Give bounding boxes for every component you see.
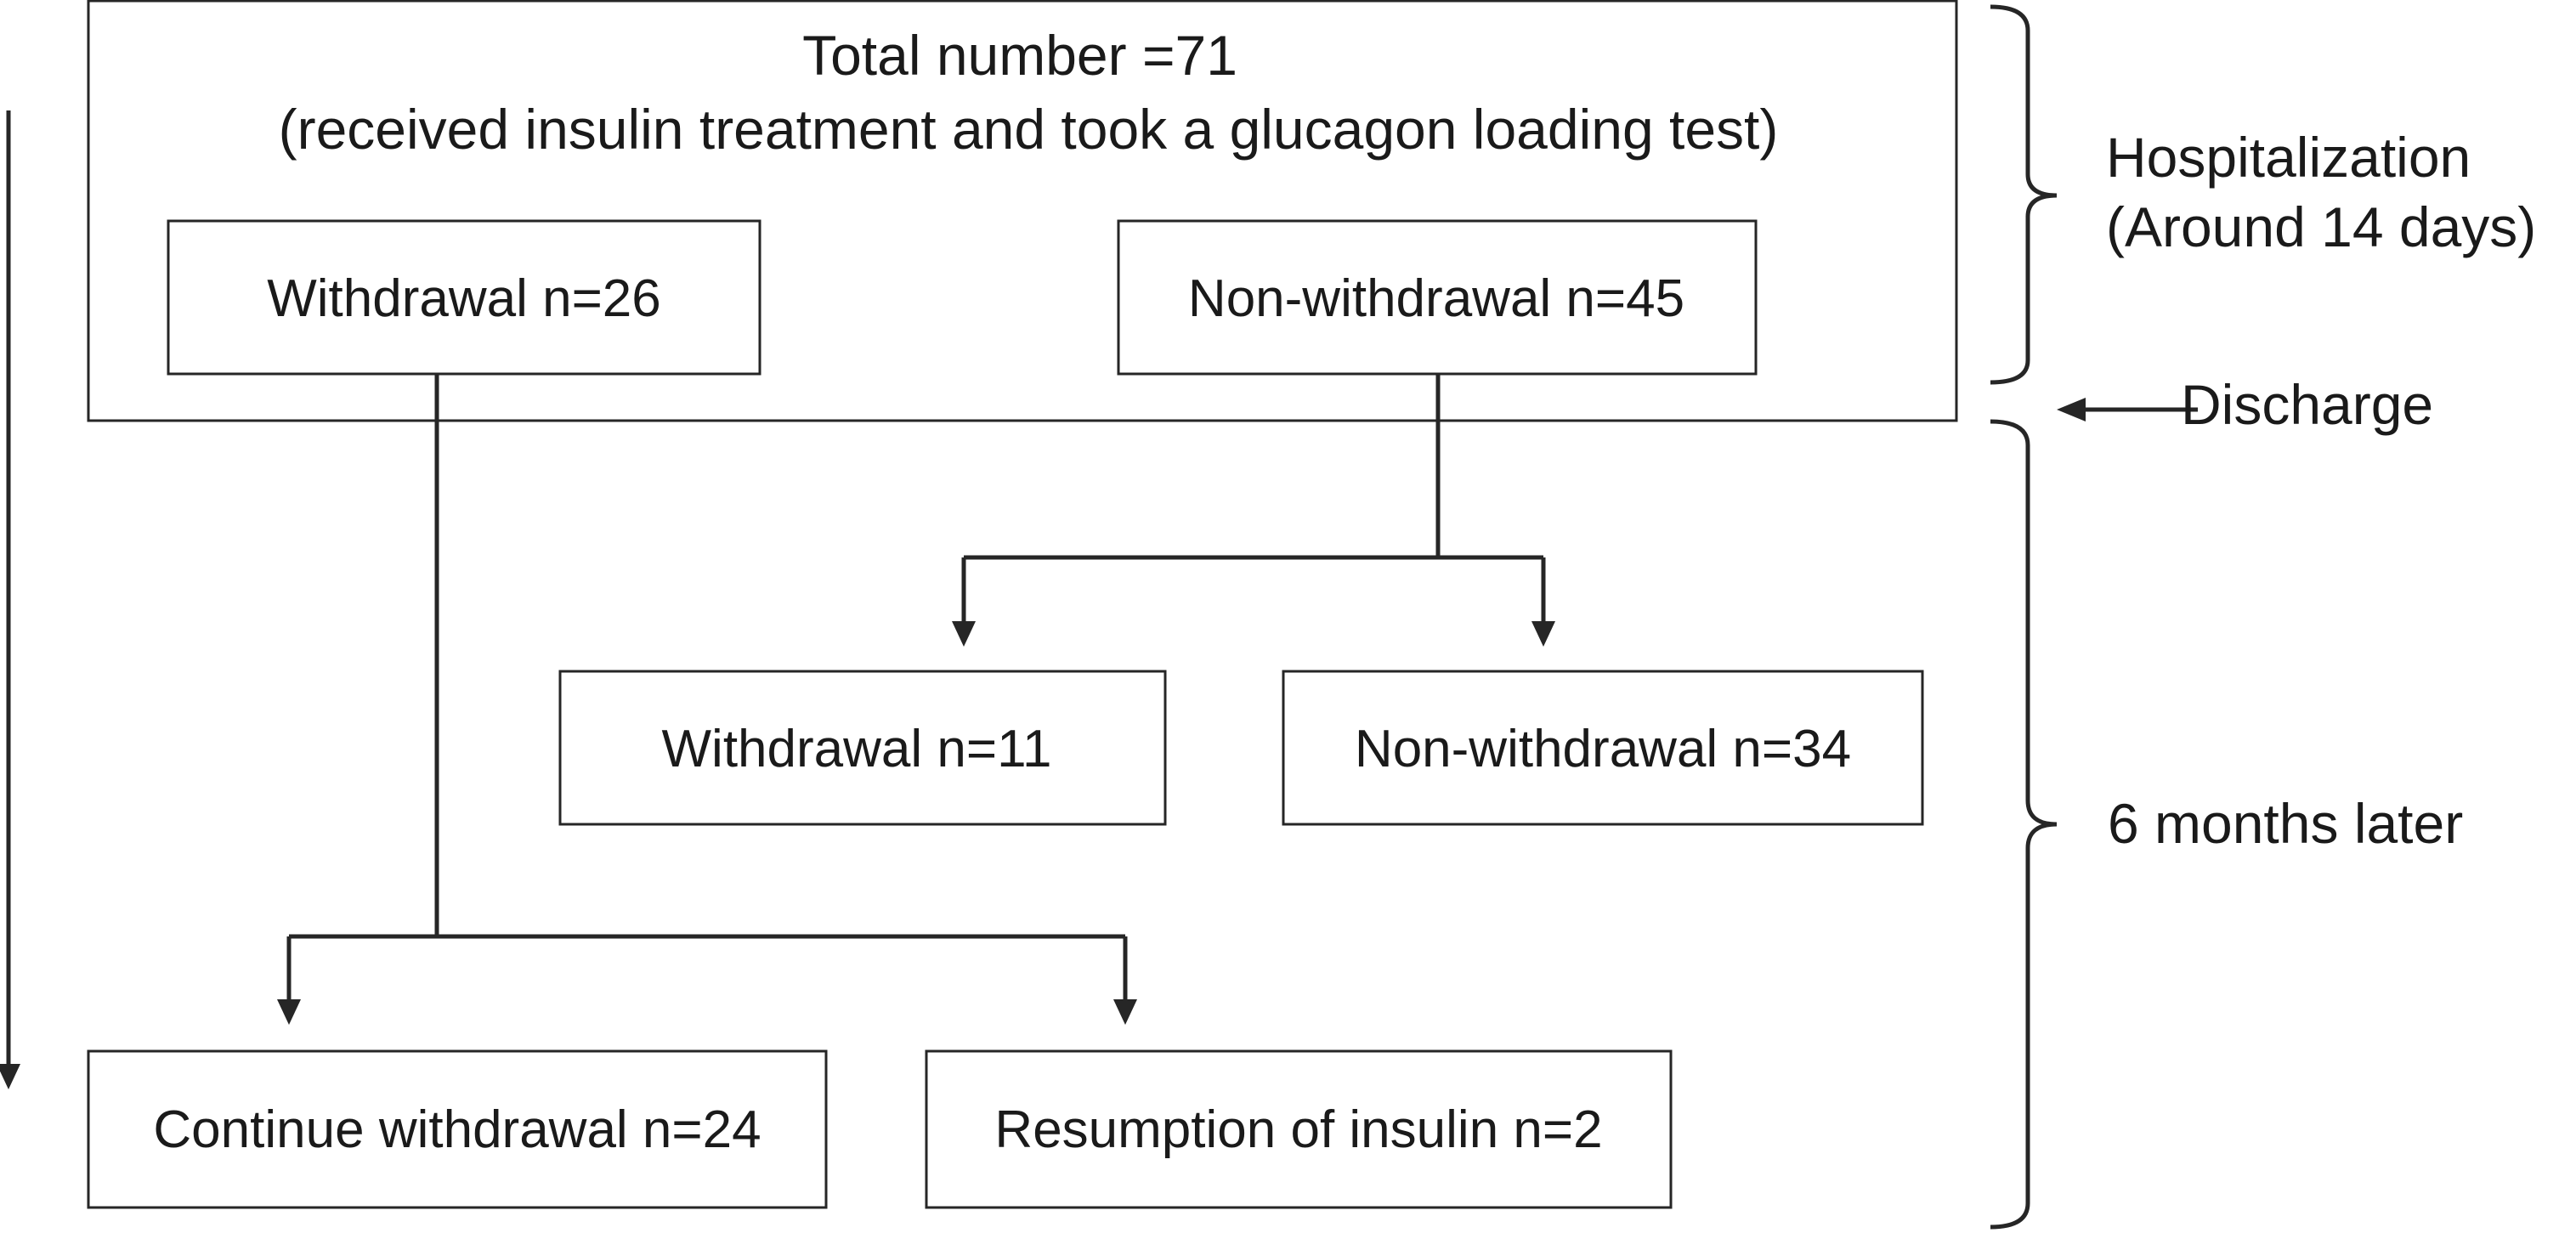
resumption-label: Resumption of insulin n=2 — [994, 1100, 1602, 1159]
withdrawal-11-label: Withdrawal n=11 — [662, 720, 1052, 778]
six-months-bracket — [1990, 419, 2058, 1230]
non-withdrawal-34-box — [1282, 670, 1924, 826]
withdrawal-26-label: Withdrawal n=26 — [267, 269, 661, 328]
continue-withdrawal-box — [87, 1049, 828, 1209]
total-subtitle: (received insulin treatment and took a g… — [279, 98, 1779, 161]
non-withdrawal-45-connector — [952, 374, 1555, 647]
discharge-arrow — [2057, 398, 2198, 421]
continue-withdrawal-label: Continue withdrawal n=24 — [153, 1100, 761, 1159]
resumption-box — [925, 1049, 1673, 1209]
non-withdrawal-45-label: Non-withdrawal n=45 — [1188, 269, 1684, 328]
withdrawal-26-box — [167, 219, 761, 376]
total-title: Total number =71 — [802, 24, 1237, 87]
six-months-label: 6 months later — [2108, 792, 2463, 855]
discharge-label: Discharge — [2181, 373, 2433, 436]
non-withdrawal-34-label: Non-withdrawal n=34 — [1355, 720, 1851, 778]
hospitalization-duration: (Around 14 days) — [2106, 195, 2536, 258]
hospitalization-bracket — [1990, 4, 2058, 385]
withdrawal-11-box — [558, 670, 1167, 826]
hospitalization-label: Hospitalization — [2106, 126, 2471, 189]
timeline-arrow — [0, 110, 20, 1089]
withdrawal-26-connector — [277, 374, 1137, 1025]
